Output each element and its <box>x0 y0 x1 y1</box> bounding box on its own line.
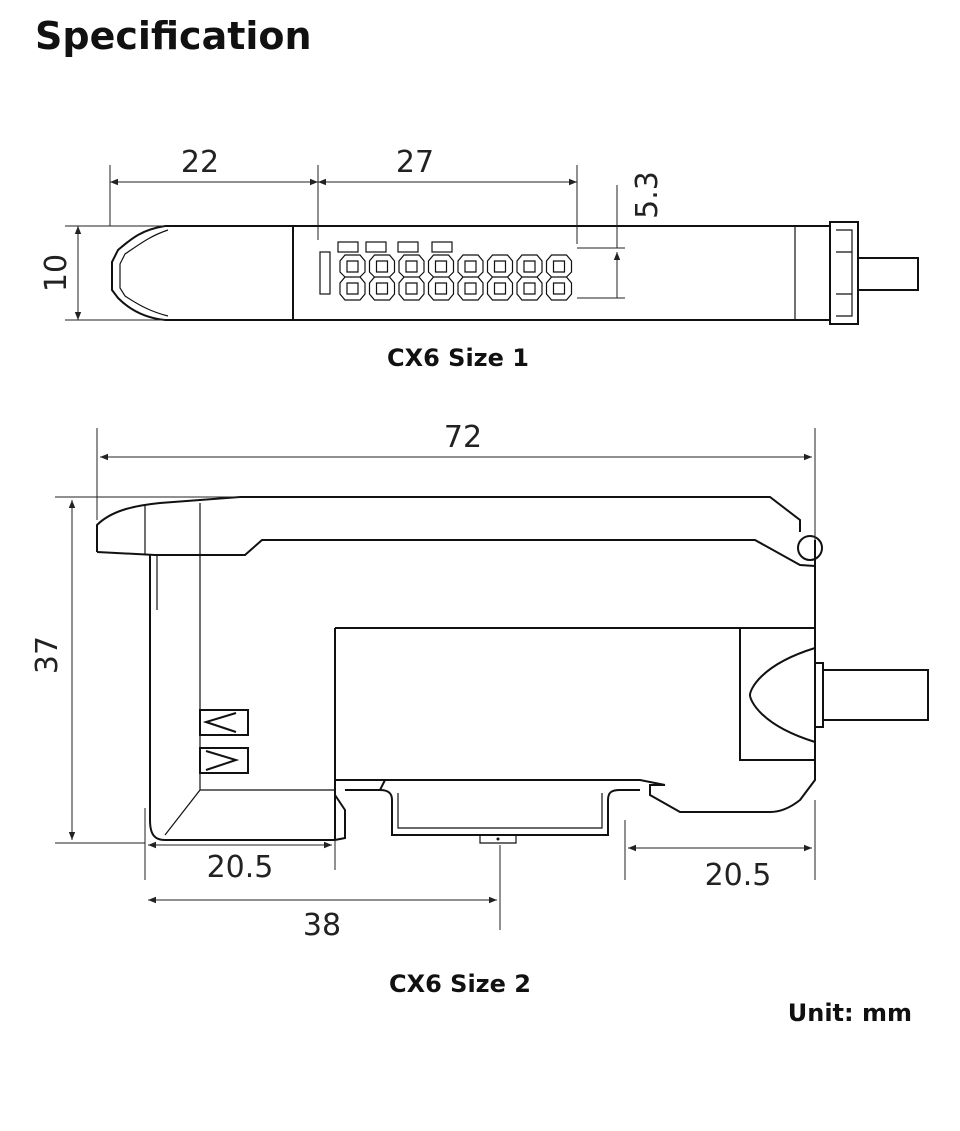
indicator-led <box>319 251 331 295</box>
dim-72: 72 <box>444 420 482 455</box>
digit <box>457 254 484 301</box>
unit-label: Unit: mm <box>788 999 912 1027</box>
digit <box>486 254 514 301</box>
dim-37: 37 <box>30 636 65 674</box>
cable <box>822 669 929 721</box>
page-title: Specification <box>35 14 312 58</box>
digit <box>545 254 573 301</box>
connector-block <box>739 627 816 761</box>
dim-20-5-right: 20.5 <box>705 858 772 893</box>
mode-buttons <box>199 709 249 774</box>
size2-caption: CX6 Size 2 <box>389 970 531 998</box>
size1-caption: CX6 Size 1 <box>387 344 529 372</box>
dim-20-5-left: 20.5 <box>207 850 274 885</box>
cable <box>857 257 919 291</box>
dim-5-3: 5.3 <box>630 171 665 219</box>
dim-38: 38 <box>303 908 341 943</box>
digit <box>516 254 543 301</box>
knob <box>797 535 823 561</box>
size1-drawing: 22 27 10 5.3 CX6 Size 1 <box>39 145 919 372</box>
size2-drawing: 72 37 20.5 38 20.5 CX6 Size 2 <box>30 420 929 998</box>
digit <box>427 254 455 301</box>
dim-10: 10 <box>39 254 74 292</box>
display-buttons <box>337 241 453 253</box>
digit <box>339 254 366 301</box>
digit <box>368 254 396 301</box>
seven-segment-display <box>339 254 573 301</box>
dim-22: 22 <box>181 145 219 180</box>
digit <box>398 254 425 301</box>
dim-27: 27 <box>396 145 434 180</box>
